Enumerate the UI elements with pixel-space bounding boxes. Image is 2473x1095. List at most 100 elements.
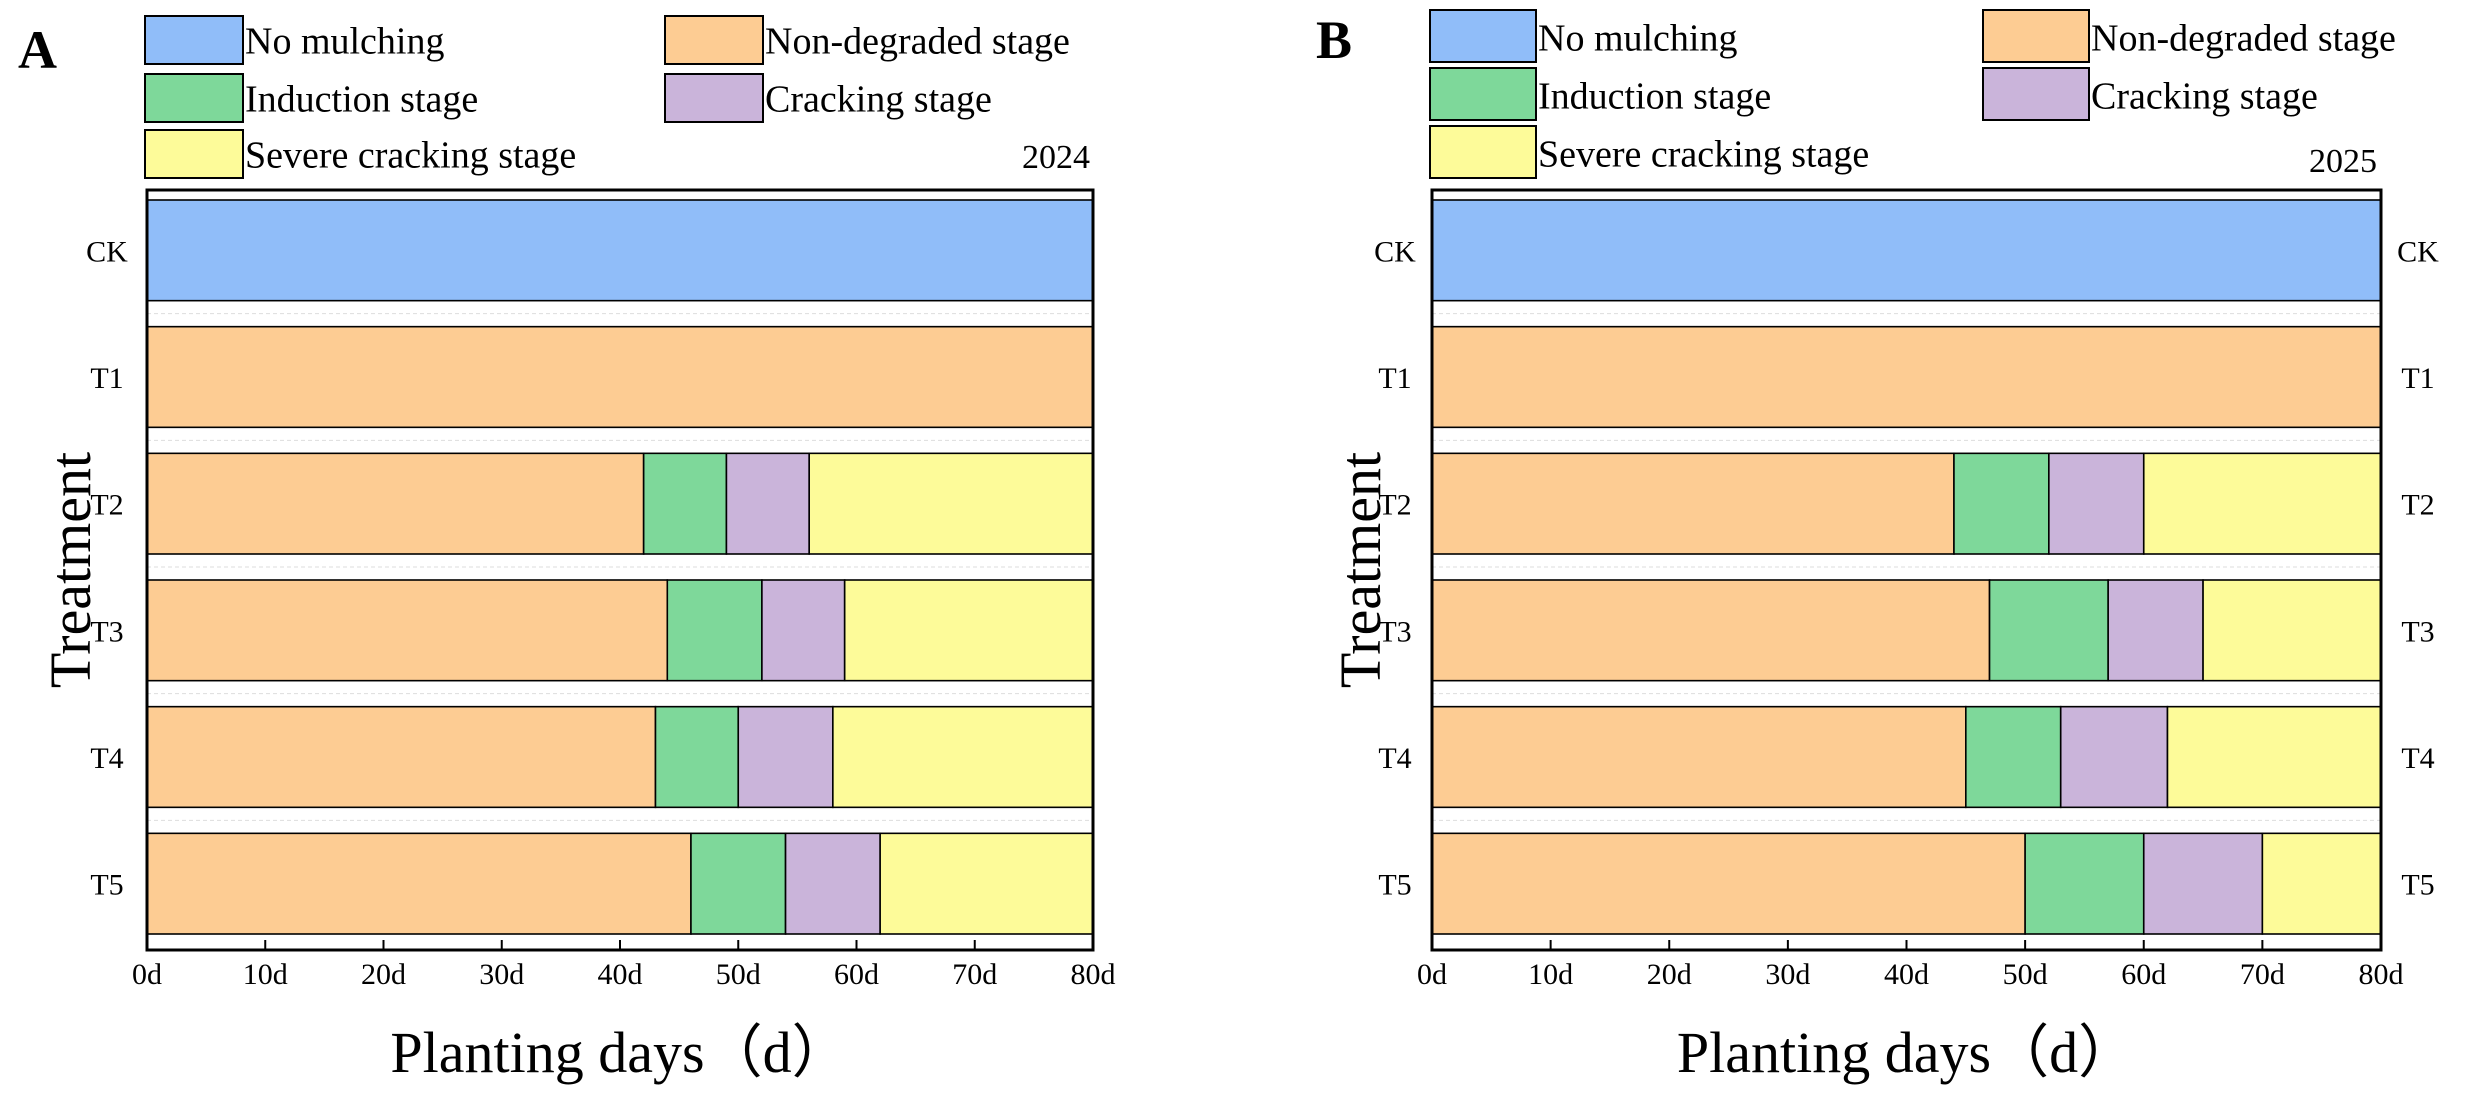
y-axis-title: Treatment (1328, 452, 1393, 688)
y-axis-title: Treatment (38, 452, 103, 688)
legend-label: Severe cracking stage (245, 134, 576, 176)
x-tick-label: 70d (2240, 958, 2285, 991)
x-tick-label: 0d (1417, 958, 1447, 991)
category-label: CK (1374, 235, 1416, 268)
bar-segment (843, 579, 1094, 682)
bar-segment (879, 832, 1094, 935)
category-label: T3 (90, 615, 123, 648)
bar-segment (725, 452, 810, 555)
bar-segment (2202, 579, 2382, 682)
x-tick-label: 0d (132, 958, 162, 991)
panel-label: B (1316, 10, 1352, 70)
category-label-right: T1 (2401, 362, 2434, 395)
x-tick-label: 80d (1071, 958, 1116, 991)
category-label: CK (86, 235, 128, 268)
bar-segment (784, 832, 881, 935)
legend-swatch (1429, 67, 1537, 121)
category-label: T1 (90, 362, 123, 395)
legend-label: Severe cracking stage (1538, 134, 1869, 176)
legend-swatch (664, 73, 764, 123)
legend-label: Induction stage (1538, 76, 1771, 118)
bar-segment (761, 579, 846, 682)
year-annotation: 2024 (1022, 139, 1090, 176)
x-tick-label: 40d (598, 958, 643, 991)
category-label: T5 (90, 869, 123, 902)
legend-label: Induction stage (245, 78, 478, 120)
category-label-right: CK (2397, 235, 2439, 268)
x-tick-label: 20d (361, 958, 406, 991)
legend-swatch (144, 129, 244, 179)
x-tick-label: 40d (1884, 958, 1929, 991)
x-tick-label: 10d (243, 958, 288, 991)
bar-segment (146, 199, 1094, 302)
x-tick-label: 60d (834, 958, 879, 991)
legend-label: Cracking stage (765, 78, 992, 120)
legend-swatch (144, 15, 244, 65)
legend-swatch (1982, 9, 2090, 63)
bar-segment (737, 705, 834, 809)
x-tick-label: 10d (1528, 958, 1573, 991)
panel-label: A (18, 20, 57, 80)
category-label-right: T2 (2401, 489, 2434, 522)
category-label: T2 (90, 489, 123, 522)
x-axis-title: Planting days（d） (390, 1020, 849, 1085)
x-tick-label: 30d (1765, 958, 1810, 991)
x-tick-label: 20d (1647, 958, 1692, 991)
category-label: T1 (1378, 362, 1411, 395)
bar-segment (654, 705, 740, 809)
legend-swatch (144, 73, 244, 123)
legend-label: No mulching (1538, 18, 1737, 60)
bar-segment (2142, 452, 2382, 555)
x-tick-label: 80d (2359, 958, 2404, 991)
bar-segment (1431, 832, 2026, 935)
bar-segment (690, 832, 787, 935)
bar-segment (1431, 325, 2382, 429)
year-annotation: 2025 (2309, 143, 2377, 180)
bar-segment (2166, 705, 2382, 809)
legend-swatch (1982, 67, 2090, 121)
category-label: T5 (1378, 869, 1411, 902)
chart-panel-a: A No mulching Non-degraded stageInduction … (18, 15, 1116, 1085)
category-label: T3 (1378, 615, 1411, 648)
bar-segment (1988, 579, 2109, 682)
x-tick-label: 50d (2003, 958, 2048, 991)
bar-segment (1431, 452, 1955, 555)
bar-segment (1431, 579, 1991, 682)
bar-segment (146, 452, 645, 555)
legend-label: Non-degraded stage (765, 20, 1070, 62)
category-label-right: T5 (2401, 869, 2434, 902)
bar-segment (2107, 579, 2204, 682)
bar-segment (642, 452, 728, 555)
bar-segment (2261, 832, 2382, 935)
category-label: T4 (1378, 742, 1411, 775)
legend-swatch (664, 15, 764, 65)
bar-segment (1431, 705, 1967, 809)
bar-segment (2142, 832, 2264, 935)
legend-swatch (1429, 9, 1537, 63)
bar-segment (1431, 199, 2382, 302)
legend-swatch (1429, 125, 1537, 179)
bar-segment (146, 705, 657, 809)
category-label: T4 (90, 742, 123, 775)
category-label: T2 (1378, 489, 1411, 522)
x-tick-label: 70d (952, 958, 997, 991)
chart-panel-b: B No mulching Non-degraded stageInduction … (1316, 9, 2439, 1085)
bar-segment (666, 579, 763, 682)
bar-segment (2024, 832, 2145, 935)
bar-segment (1953, 452, 2050, 555)
legend-label: No mulching (245, 20, 444, 62)
legend-label: Non-degraded stage (2091, 18, 2396, 60)
category-label-right: T4 (2401, 742, 2434, 775)
bar-segment (2059, 705, 2169, 809)
bar-segment (146, 325, 1094, 429)
legend-label: Cracking stage (2091, 76, 2318, 118)
bar-segment (1965, 705, 2062, 809)
x-tick-label: 60d (2121, 958, 2166, 991)
category-label-right: T3 (2401, 615, 2434, 648)
bar-segment (146, 832, 692, 935)
bar-segment (832, 705, 1094, 809)
x-tick-label: 50d (716, 958, 761, 991)
bar-segment (808, 452, 1094, 555)
x-axis-title: Planting days（d） (1677, 1020, 2136, 1085)
